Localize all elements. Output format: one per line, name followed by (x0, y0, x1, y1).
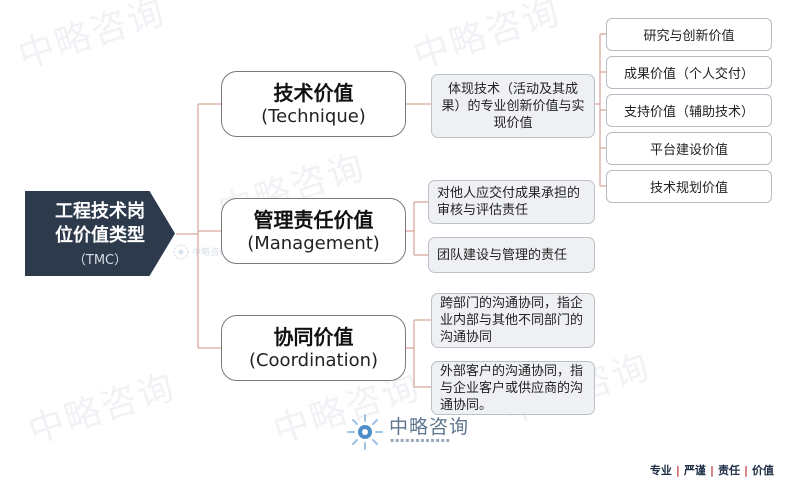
category-cn: 协同价值 (273, 325, 354, 349)
category-cn: 管理责任价值 (253, 208, 374, 232)
technique-description: 体现技术（活动及其成果）的专业创新价值与实现价值 (431, 74, 595, 138)
technique-item: 支持价值（辅助技术） (606, 94, 772, 127)
management-item: 对他人应交付成果承担的审核与评估责任 (428, 180, 595, 224)
slogan: 专业|严谨|责任|价值 (650, 462, 774, 478)
category-technique: 技术价值 (Technique) (221, 71, 406, 137)
category-en: (Management) (247, 233, 380, 254)
root-title-line2: 位价值类型 (55, 224, 145, 246)
technique-item: 技术规划价值 (606, 170, 772, 203)
logo-mark-icon (173, 244, 189, 260)
slogan-word: 专业 (649, 464, 672, 477)
logo-tagline-graphic: ▪▪▪▪▪▪▪▪▪▪▪▪ (390, 437, 451, 444)
logo-mark-icon (347, 414, 383, 450)
logo-text: 中略咨询 (389, 416, 470, 438)
slogan-word: 责任 (717, 464, 740, 477)
root-title-line1: 工程技术岗 (55, 200, 145, 222)
category-en: (Coordination) (248, 350, 379, 371)
slogan-word: 价值 (752, 464, 774, 477)
category-cn: 技术价值 (273, 81, 354, 105)
root-subtitle: （TMC） (72, 252, 128, 268)
coordination-item: 跨部门的沟通协同，指企业内部与其他不同部门的沟通协同 (431, 293, 595, 348)
faint-logo-text: 中略咨询 (192, 248, 229, 258)
root-node: 工程技术岗 位价值类型 （TMC） (25, 191, 175, 276)
faint-logo: 中略咨询 (172, 243, 232, 263)
technique-item: 研究与创新价值 (606, 18, 772, 51)
slogan-separator: | (675, 464, 680, 477)
category-management: 管理责任价值 (Management) (221, 198, 406, 264)
technique-item: 成果价值（个人交付） (606, 56, 772, 89)
company-logo: 中略咨询 ▪▪▪▪▪▪▪▪▪▪▪▪ (345, 412, 505, 452)
technique-item: 平台建设价值 (606, 132, 772, 165)
slogan-separator: | (709, 464, 714, 477)
category-en: (Technique) (261, 106, 366, 127)
slogan-separator: | (743, 464, 748, 477)
category-coordination: 协同价值 (Coordination) (221, 315, 406, 381)
slogan-word: 严谨 (683, 464, 706, 477)
coordination-item: 外部客户的沟通协同，指与企业客户或供应商的沟通协同。 (431, 361, 595, 415)
management-item: 团队建设与管理的责任 (428, 237, 595, 273)
